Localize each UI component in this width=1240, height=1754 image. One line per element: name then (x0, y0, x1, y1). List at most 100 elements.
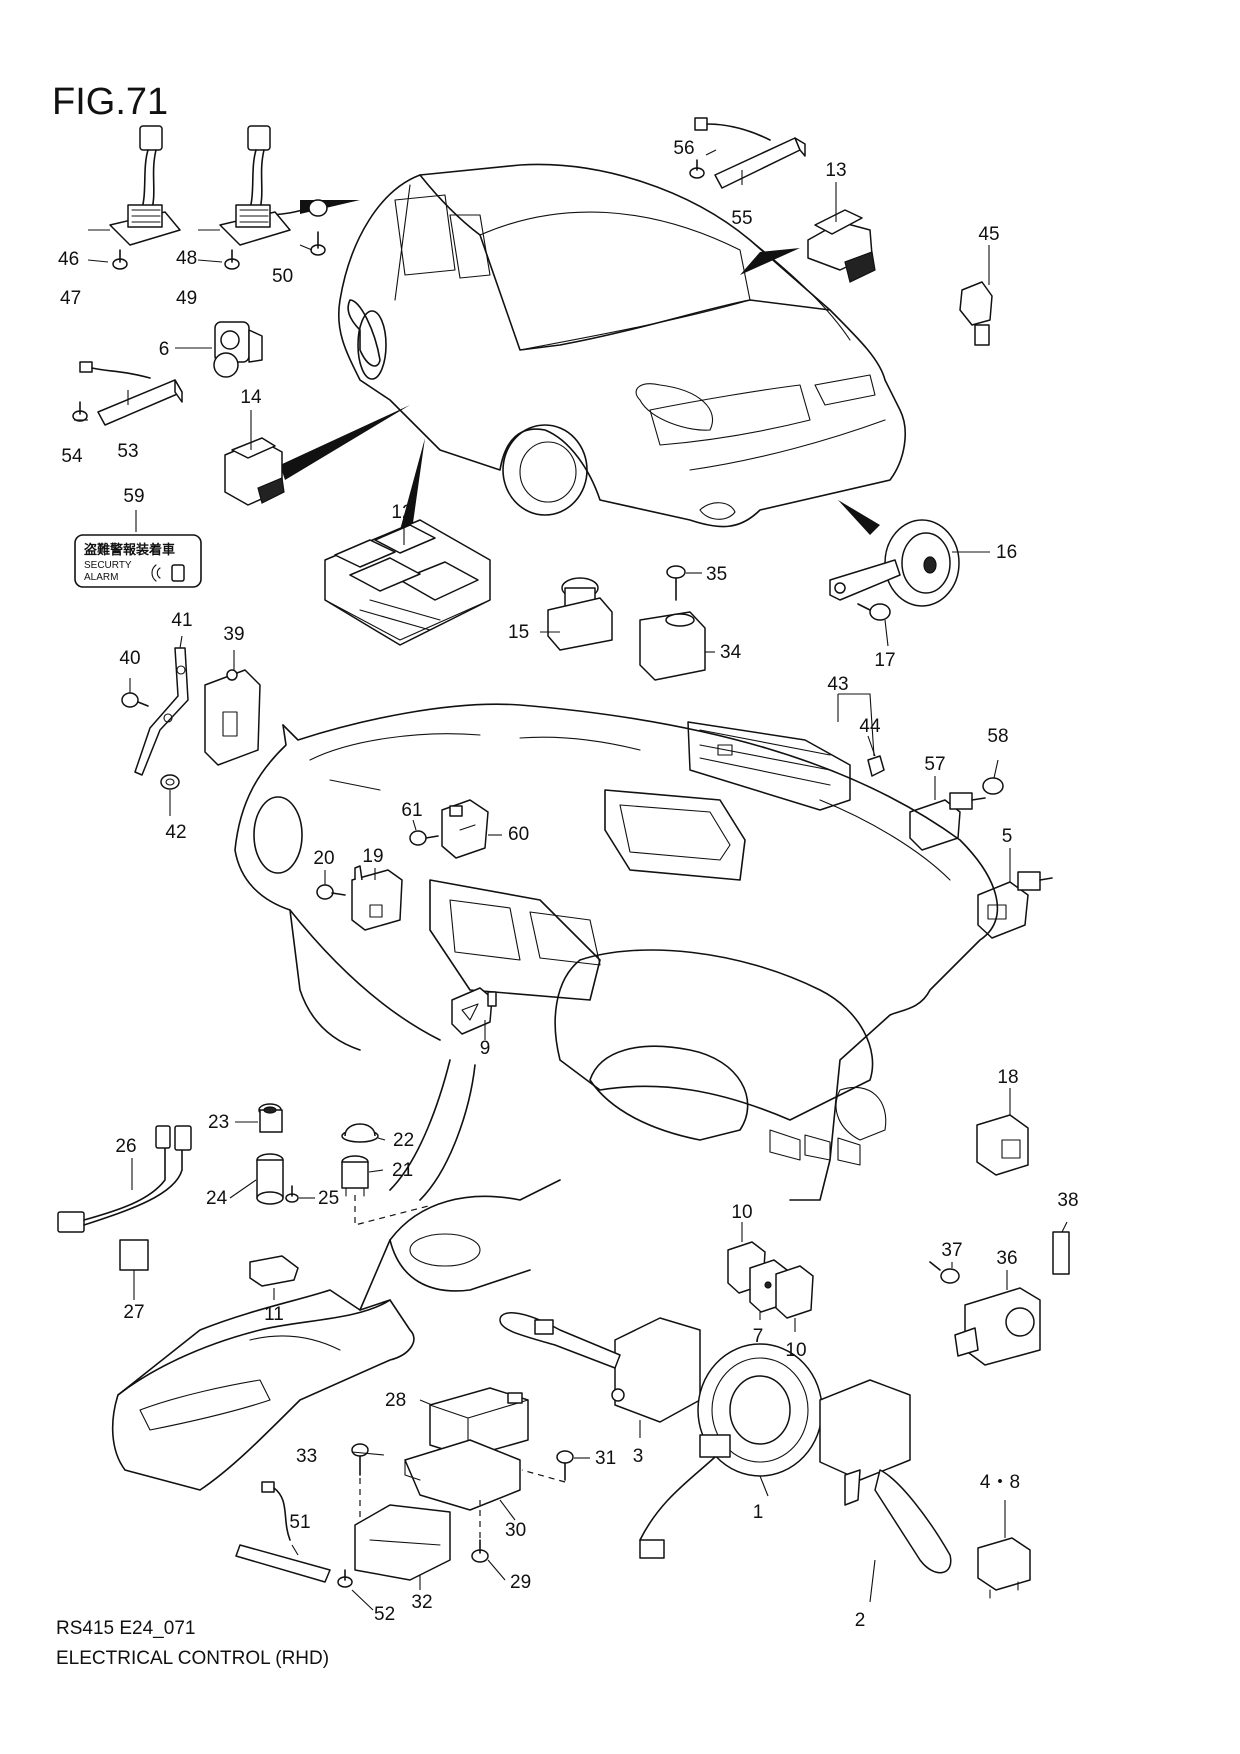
footer-caption: ELECTRICAL CONTROL (RHD) (56, 1648, 329, 1669)
sensor-36 (954, 1287, 1041, 1366)
sensor-6 (213, 321, 263, 378)
screw-50 (310, 231, 326, 256)
label-jp-text: 盗難警報装着車 (84, 542, 175, 558)
callout-36: 36 (996, 1248, 1017, 1269)
callout-60: 60 (508, 824, 529, 845)
callout-26: 26 (115, 1136, 136, 1157)
module-32 (354, 1504, 451, 1581)
callout-24: 24 (206, 1188, 228, 1209)
callout-43: 43 (827, 674, 848, 695)
callout-15: 15 (508, 622, 529, 643)
callout-23: 23 (208, 1112, 229, 1133)
screw-52 (337, 1569, 353, 1588)
callout-21: 21 (392, 1160, 413, 1181)
horn-16 (829, 519, 960, 607)
pointer-arrow (280, 405, 410, 480)
callout-9: 9 (480, 1038, 491, 1059)
callout-10-top: 10 (731, 1202, 752, 1223)
bolt-33 (351, 1443, 369, 1476)
callout-29: 29 (510, 1572, 531, 1593)
callout-55: 55 (731, 208, 752, 229)
callout-35: 35 (706, 564, 727, 585)
label-27 (119, 1239, 149, 1271)
callout-10-bottom: 10 (785, 1340, 806, 1361)
callout-42: 42 (165, 822, 186, 843)
callout-34: 34 (720, 642, 742, 663)
callout-38: 38 (1057, 1190, 1078, 1211)
callout-13: 13 (825, 160, 846, 181)
nut-42 (160, 774, 180, 790)
label-en-line2: ALARM (84, 572, 118, 583)
callout-19: 19 (362, 846, 383, 867)
module-39 (204, 669, 261, 766)
bolt-17 (857, 603, 891, 621)
pointer-arrow (740, 248, 800, 275)
callout-56: 56 (673, 138, 694, 159)
callout-61: 61 (401, 800, 422, 821)
callout-1: 1 (753, 1502, 764, 1523)
callout-46: 46 (58, 249, 79, 270)
bracket-30 (404, 1439, 521, 1511)
sensor-45 (959, 281, 993, 346)
bracket-55 (694, 117, 806, 189)
bracket-51 (235, 1481, 331, 1583)
nut-58 (982, 777, 1004, 795)
callout-48: 48 (176, 248, 197, 269)
label-en-line1: SECURTY (84, 560, 132, 571)
callout-41: 41 (171, 610, 192, 631)
harness-48 (219, 125, 328, 246)
callout-18: 18 (997, 1067, 1018, 1088)
switch-14 (224, 437, 285, 506)
callout-50: 50 (272, 266, 293, 287)
screw-47 (112, 249, 128, 270)
callout-12: 12 (391, 502, 412, 523)
callout-11: 11 (264, 1304, 284, 1325)
callout-30: 30 (505, 1520, 526, 1541)
callout-59: 59 (123, 486, 144, 507)
bracket-53 (79, 361, 183, 426)
callout-numbers: 1 2 3 4・8 5 6 7 9 10 10 11 12 13 14 15 1… (58, 138, 1079, 1631)
callout-57: 57 (924, 754, 945, 775)
label-38 (1052, 1231, 1070, 1275)
switch-9 (451, 987, 497, 1035)
callout-44: 44 (859, 716, 881, 737)
bolt-29 (471, 1539, 489, 1563)
callout-51: 51 (289, 1512, 310, 1533)
screw-54 (72, 401, 88, 422)
callout-52: 52 (374, 1604, 395, 1625)
bolt-61 (409, 830, 439, 846)
bolt-40 (121, 692, 149, 708)
wiper-switch-2 (819, 1379, 952, 1574)
callout-16: 16 (996, 542, 1017, 563)
callout-40: 40 (119, 648, 140, 669)
callout-4-8: 4・8 (980, 1472, 1020, 1493)
combination-switch-3 (499, 1312, 701, 1423)
callout-14: 14 (240, 387, 262, 408)
dashboard-outline (234, 703, 999, 1201)
guide-line (521, 1469, 566, 1483)
callout-58: 58 (987, 726, 1008, 747)
clock-spring-1 (639, 1343, 823, 1559)
callout-45: 45 (978, 224, 999, 245)
callout-2: 2 (855, 1610, 866, 1631)
clip-44 (867, 755, 885, 777)
unit-34 (639, 611, 706, 681)
callout-28: 28 (385, 1390, 406, 1411)
callout-33: 33 (296, 1446, 317, 1467)
relay-19 (351, 865, 403, 931)
callout-5: 5 (1002, 826, 1013, 847)
screw-25 (285, 1185, 299, 1203)
callout-20: 20 (313, 848, 334, 869)
switch-10b (775, 1265, 814, 1319)
callout-17: 17 (874, 650, 895, 671)
callout-37: 37 (941, 1240, 962, 1261)
screw-56 (689, 159, 705, 179)
callout-47: 47 (60, 288, 81, 309)
callout-31: 31 (595, 1448, 616, 1469)
module-28 (429, 1387, 529, 1458)
window-switch-12 (324, 519, 491, 646)
callout-7: 7 (753, 1326, 764, 1347)
cap-22 (341, 1123, 379, 1143)
bolt-20 (316, 884, 346, 900)
